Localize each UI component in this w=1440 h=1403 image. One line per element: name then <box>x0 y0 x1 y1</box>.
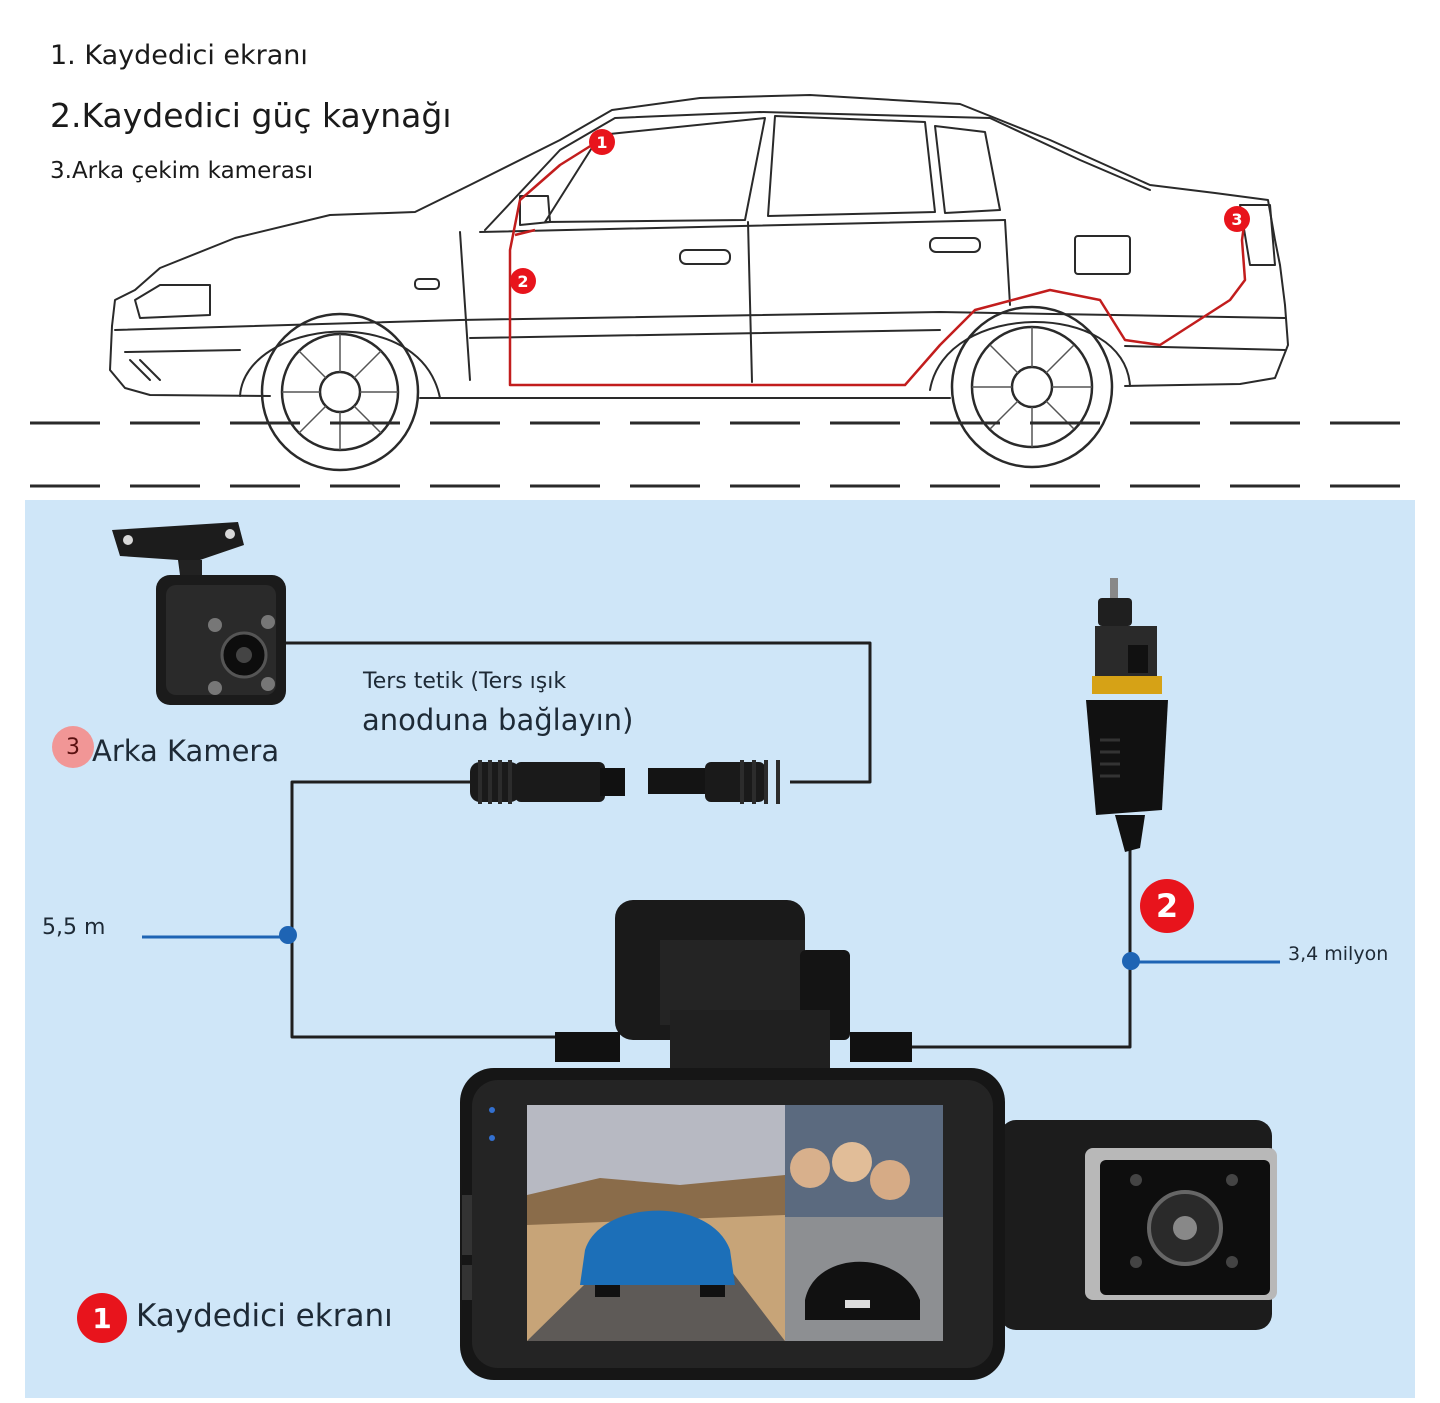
car-installation-diagram: 1. Kaydedici ekranı 2.Kaydedici güç kayn… <box>0 0 1440 500</box>
car-marker-1: 1 <box>589 129 615 155</box>
legend-item-3: 3.Arka çekim kamerası <box>50 158 314 184</box>
power-cable-length-label: 3,4 milyon <box>1288 943 1389 965</box>
car-outline-drawing <box>30 94 1412 488</box>
rear-camera-icon <box>112 522 286 705</box>
connector-icon <box>470 760 780 804</box>
reverse-trigger-label-line2: anoduna bağlayın) <box>362 703 634 737</box>
rear-camera-badge: 3 <box>52 726 94 768</box>
dashcam-mount <box>555 900 912 1070</box>
power-badge: 2 <box>1140 879 1194 933</box>
car-marker-3: 3 <box>1224 206 1250 232</box>
car-charger-icon <box>1086 578 1168 852</box>
reverse-trigger-label-line1: Ters tetik (Ters ışık <box>363 669 567 694</box>
legend-item-1: 1. Kaydedici ekranı <box>50 40 308 71</box>
legend-item-2: 2.Kaydedici güç kaynağı <box>50 96 452 135</box>
recorder-badge: 1 <box>77 1293 127 1343</box>
rear-camera-label: Arka Kamera <box>92 734 280 768</box>
dashcam-icon <box>460 1068 1277 1380</box>
rear-cable-length-label: 5,5 m <box>42 915 106 940</box>
car-marker-2: 2 <box>510 268 536 294</box>
recorder-screen-label: Kaydedici ekranı <box>136 1298 393 1334</box>
